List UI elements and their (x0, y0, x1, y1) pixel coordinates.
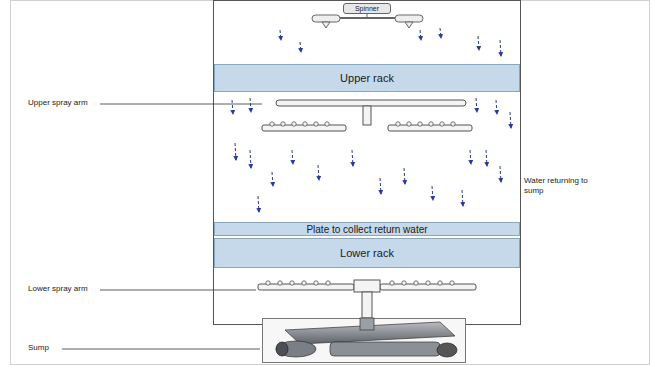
spinner-bar (336, 17, 398, 19)
spray-nozzle (402, 281, 406, 285)
leader-line (100, 290, 256, 291)
cabinet-outline (214, 1, 521, 325)
spray-nozzle (302, 281, 306, 285)
water-arrow (300, 42, 301, 52)
spray-nozzle (407, 122, 411, 126)
rack-band: Lower rack (214, 238, 520, 268)
spray-nozzle (314, 281, 318, 285)
part-label: Sump (28, 343, 60, 353)
spray-nozzle (290, 281, 294, 285)
spray-nozzle (390, 281, 394, 285)
spray-nozzle (438, 281, 442, 285)
spray-nozzle (266, 281, 270, 285)
spray-nozzle (314, 122, 318, 126)
spray-nozzle (396, 122, 400, 126)
spray-nozzle (426, 281, 430, 285)
part-label: Upper spray arm (28, 98, 98, 108)
water-arrow (486, 150, 487, 166)
outer-frame (11, 1, 650, 365)
water-arrow (250, 98, 251, 112)
spinner-box: Spinner (343, 3, 391, 14)
upper-nozzles (270, 122, 455, 126)
water-arrow (420, 30, 421, 40)
spray-nozzle (292, 122, 296, 126)
sump-motor (276, 341, 316, 357)
sump-outlet (360, 318, 374, 330)
spinner-nozzle-left (312, 15, 340, 22)
sump-housing (330, 342, 440, 356)
water-arrow (280, 30, 281, 40)
water-arrow (496, 100, 497, 114)
spray-nozzle (303, 122, 307, 126)
spray-nozzle (429, 122, 433, 126)
sump-box (263, 319, 466, 363)
spray-nozzle (326, 281, 330, 285)
spray-nozzle (440, 122, 444, 126)
water-arrow (250, 150, 251, 168)
water-arrow (352, 150, 353, 166)
water-arrow (318, 165, 319, 180)
plate-band: Plate to collect return water (214, 222, 520, 236)
water-arrow (292, 150, 293, 164)
sump-motor-end (276, 342, 288, 356)
node-label: Lower rack (340, 247, 394, 259)
spray-nozzle (278, 281, 282, 285)
water-arrow (500, 40, 501, 56)
spray-nozzle (414, 281, 418, 285)
spinner-jet (405, 22, 413, 28)
lower-arm-hub (354, 280, 380, 292)
lower-nozzles (266, 281, 454, 285)
node-label: Upper rack (340, 72, 394, 84)
water-arrow (470, 150, 471, 164)
leader-line (62, 349, 260, 350)
water-arrow (272, 172, 273, 186)
water-arrow (232, 100, 233, 114)
part-label: Lower spray arm (28, 284, 98, 294)
water-arrow (404, 168, 405, 184)
water-arrow (258, 196, 259, 212)
spray-nozzle (325, 122, 329, 126)
spinner-nozzle-right (395, 15, 423, 22)
water-arrow (500, 166, 501, 182)
spray-nozzle (281, 122, 285, 126)
water-arrow (440, 28, 441, 38)
water-arrow (476, 98, 477, 112)
spray-nozzle (418, 122, 422, 126)
leader-line (100, 104, 262, 105)
water-arrow (235, 143, 236, 160)
upper-arm-stem (363, 106, 371, 125)
water-arrow (432, 186, 433, 200)
water-arrow (380, 178, 381, 194)
node-label: Plate to collect return water (306, 224, 427, 235)
node-label: Spinner (355, 5, 379, 13)
spinner-jet (322, 22, 330, 28)
water-arrow (510, 112, 511, 128)
spray-nozzle (270, 122, 274, 126)
water-arrow (462, 190, 463, 206)
flow-label: Water returning to sump (524, 176, 606, 195)
lower-spray-arm-left (258, 284, 354, 290)
spray-nozzle (451, 122, 455, 126)
water-arrows (232, 28, 511, 212)
upper-feed-pipe (276, 100, 466, 106)
rack-band: Upper rack (214, 64, 520, 92)
lower-arm-stem (362, 292, 372, 318)
spray-nozzle (450, 281, 454, 285)
water-arrow (478, 36, 479, 50)
sump-pump (437, 343, 457, 357)
